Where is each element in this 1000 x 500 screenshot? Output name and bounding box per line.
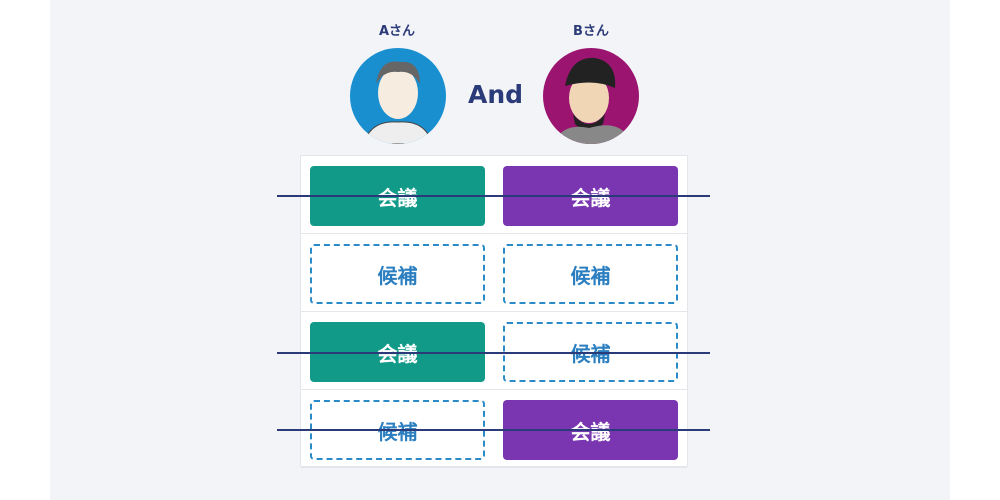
person-b-label: Bさん	[573, 24, 609, 39]
candidate-slot: 候補	[503, 244, 678, 304]
person-b-avatar	[543, 48, 639, 144]
schedule-grid: 会議会議候補候補会議候補候補会議	[300, 155, 688, 468]
candidate-slot: 候補	[310, 244, 485, 304]
person-a-label: Aさん	[378, 24, 416, 39]
strike-line	[277, 352, 710, 354]
schedule-row: 候補候補	[301, 234, 687, 312]
and-label: And	[468, 80, 524, 109]
strike-line	[277, 429, 710, 431]
person-a-avatar	[350, 48, 446, 144]
strike-line	[277, 195, 710, 197]
schedule-row: 会議候補	[301, 312, 687, 390]
